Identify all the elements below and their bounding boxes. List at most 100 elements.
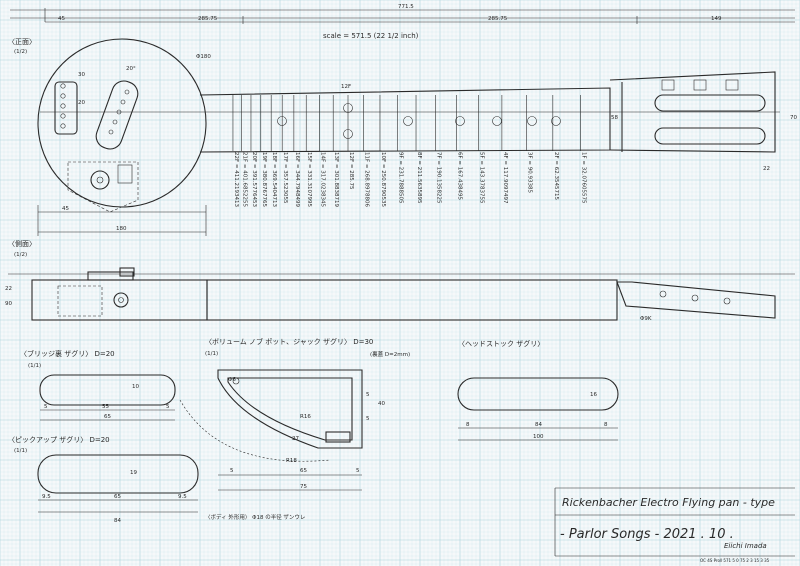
scale-length-label: scale = 571.5 (22 1/2 inch) (323, 32, 419, 40)
tuner-slot-lower (654, 127, 766, 145)
svg-text:100: 100 (533, 434, 544, 440)
side-jack (113, 292, 129, 308)
dim-split-45: 45 (62, 206, 69, 212)
title-line1: Rickenbacher Electro Flying pan - type (562, 496, 775, 509)
cavity-lid (325, 431, 351, 443)
fret-table-row: 5F = 143.3783755 (479, 152, 485, 204)
fret-table-row: 10F = 250.8790535 (380, 152, 386, 208)
fret-table-row: 7F = 190.1358225 (436, 152, 442, 204)
svg-text:5: 5 (356, 468, 360, 474)
fret-table-row: 9F = 231.7888505 (397, 152, 403, 204)
dim-20: 20 (78, 100, 85, 106)
dim-body-dia: Φ180 (196, 54, 211, 60)
fret-table-row: 12F = 285.75 (348, 152, 354, 190)
dim-30: 30 (78, 72, 85, 78)
body-outline-note: 〈ボディ 外形用〉 Φ18 の半径 ザンウレ (205, 513, 305, 521)
inlay-dot (551, 116, 561, 126)
fret-table-row: 20F = 391.5776453 (251, 152, 257, 208)
fret-table-row: 13F = 301.8838719 (333, 152, 339, 208)
inlay-dot (403, 116, 413, 126)
svg-text:(1/1): (1/1) (205, 351, 218, 357)
footer-print-info: OC 4S Proll 571 5 0 75 2 3 15 3 35 (700, 558, 770, 563)
title-line2: - Parlor Songs - 2021 . 10 . (560, 527, 734, 542)
dim-side-22: 22 (5, 286, 12, 292)
fret-table-row: 3F = 90.93385 (527, 152, 533, 194)
pickup-outline (95, 80, 139, 150)
bridge-cavity-detail: 〈ブリッジ裏 ザグリ〉 D=20 (1/1) 10 55 65 5 5 (20, 349, 176, 421)
volume-knob (90, 170, 110, 190)
side-headstock (616, 281, 776, 319)
svg-text:84: 84 (535, 422, 542, 428)
svg-text:16: 16 (590, 392, 597, 398)
dim-58: 58 (611, 115, 618, 121)
inlay-dot (492, 116, 502, 126)
svg-text:Φ6: Φ6 (228, 377, 236, 383)
svg-text:65: 65 (104, 414, 111, 420)
dim-22: 22 (763, 166, 770, 172)
fret-table-row: 11F = 268.8978806 (363, 152, 369, 208)
dim-side-90: 90 (5, 301, 12, 307)
fret-table-row: 17F = 357.523055 (282, 152, 288, 204)
control-cavity-detail: 〈ボリューム ノブ ポット、ジャック ザグリ〉 D=30 (1/1) (裏蓋 D… (179, 337, 410, 491)
svg-text:(1/1): (1/1) (28, 363, 41, 369)
fret-table-row: 1F = 32.07605575 (581, 152, 587, 204)
dim-left-part: 285.75 (198, 16, 218, 22)
svg-text:〈ブリッジ裏 ザグリ〉 D=20: 〈ブリッジ裏 ザグリ〉 D=20 (20, 349, 115, 358)
fret-lines (232, 95, 581, 151)
svg-text:40: 40 (378, 401, 385, 407)
fret-position-table: 1F = 32.07605575 2F = 62.3545715 3F = 90.9… (233, 152, 587, 208)
side-view: 22 90 Φ9K (5, 267, 795, 322)
side-view-scale: (1/2) (14, 252, 27, 258)
svg-text:〈ヘッドストック ザグリ〉: 〈ヘッドストック ザグリ〉 (458, 339, 544, 348)
fret-table-row: 4F = 117.9097497 (502, 152, 508, 204)
svg-text:75: 75 (300, 484, 307, 490)
svg-text:10: 10 (132, 384, 139, 390)
fret-table-row: 21F = 401.6852255 (242, 152, 248, 208)
svg-text:〈ピックアップ ザグリ〉 D=20: 〈ピックアップ ザグリ〉 D=20 (8, 435, 110, 444)
svg-text:(1/1): (1/1) (14, 448, 27, 454)
bridge-plate (54, 81, 78, 135)
pickup-cavity-detail: 〈ピックアップ ザグリ〉 D=20 (1/1) 19 9.5 65 9.5 84 (8, 435, 199, 524)
title-author: Eiichi Imada (724, 542, 767, 550)
fret-table-row: 19F = 380.8767765 (261, 152, 267, 208)
headstock-outline (609, 71, 776, 153)
svg-text:5: 5 (366, 392, 370, 398)
svg-text:65: 65 (114, 494, 121, 500)
svg-text:8: 8 (604, 422, 608, 428)
fret-table-row: 6F = 167.438495 (456, 152, 462, 201)
svg-text:5: 5 (166, 404, 170, 410)
dim-mark-fk: Φ9K (640, 316, 652, 322)
fret-table-row: 8F = 211.5635895 (416, 152, 422, 204)
svg-text:5: 5 (230, 468, 234, 474)
svg-text:84: 84 (114, 518, 121, 524)
dim-angle: 20° (126, 66, 136, 72)
dim-12f: 12F (341, 84, 351, 90)
svg-text:8: 8 (466, 422, 470, 428)
fret-table-row: 18F = 369.5404713 (271, 152, 277, 208)
svg-text:5: 5 (366, 416, 370, 422)
dim-70: 70 (790, 115, 797, 121)
front-view-label: 〈正面〉 (8, 38, 36, 46)
inlay-dot (343, 103, 353, 113)
neck-outline (199, 87, 611, 153)
svg-text:19: 19 (130, 470, 137, 476)
fret-table-row: 22F = 411.2193413 (233, 152, 239, 208)
svg-text:27: 27 (292, 436, 299, 442)
dim-left-edge: 45 (58, 16, 65, 22)
inlay-dot (455, 116, 465, 126)
title-block: Rickenbacher Electro Flying pan - type -… (554, 487, 795, 557)
svg-text:R16: R16 (300, 414, 311, 420)
svg-text:9.5: 9.5 (178, 494, 187, 500)
front-view: 12F 30 20 20° Φ180 45 180 70 58 22 (37, 38, 797, 236)
svg-text:65: 65 (300, 468, 307, 474)
inlay-dot (527, 116, 537, 126)
fret-table-row: 14F = 317.0238345 (319, 152, 325, 208)
dim-middle-part: 285.75 (488, 16, 508, 22)
dim-overall: 771.5 (398, 4, 414, 10)
fret-table-row: 2F = 62.3545715 (553, 152, 559, 201)
inlay-dot (277, 116, 287, 126)
fret-table-row: 16F = 344.7948499 (294, 152, 300, 208)
